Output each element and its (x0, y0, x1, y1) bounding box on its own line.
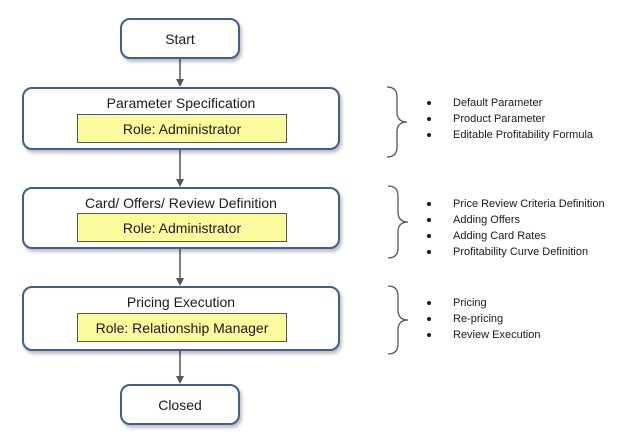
stage-title: Pricing Execution (126, 294, 236, 310)
stage-title: Card/ Offers/ Review Definition (85, 195, 277, 211)
stage2-details-list: Price Review Criteria Definition Adding … (426, 196, 605, 260)
list-item: Editable Profitability Formula (426, 127, 593, 143)
stage-title: Parameter Specification (106, 95, 256, 111)
end-node: Closed (120, 384, 240, 425)
stage1-details-list: Default Parameter Product Parameter Edit… (426, 95, 593, 143)
stage-card-offers-review-definition: Card/ Offers/ Review Definition Role: Ad… (22, 187, 340, 249)
stage-parameter-specification: Parameter Specification Role: Administra… (22, 87, 340, 150)
start-node: Start (120, 18, 240, 59)
end-label: Closed (158, 396, 202, 413)
list-item: Profitability Curve Definition (426, 244, 605, 260)
role-box: Role: Administrator (77, 213, 287, 242)
brace-stage2 (387, 185, 409, 259)
stage3-details-list: Pricing Re-pricing Review Execution (426, 295, 540, 343)
start-label: Start (165, 30, 195, 47)
list-item: Adding Card Rates (426, 228, 605, 244)
list-item: Price Review Criteria Definition (426, 196, 605, 212)
role-box: Role: Administrator (77, 114, 287, 143)
list-item: Review Execution (426, 327, 540, 343)
list-item: Pricing (426, 295, 540, 311)
stage-pricing-execution: Pricing Execution Role: Relationship Man… (22, 286, 340, 351)
list-item: Default Parameter (426, 95, 593, 111)
list-item: Adding Offers (426, 212, 605, 228)
role-box: Role: Relationship Manager (77, 313, 287, 342)
list-item: Re-pricing (426, 311, 540, 327)
list-item: Product Parameter (426, 111, 593, 127)
brace-stage3 (387, 285, 409, 355)
brace-stage1 (386, 86, 408, 158)
